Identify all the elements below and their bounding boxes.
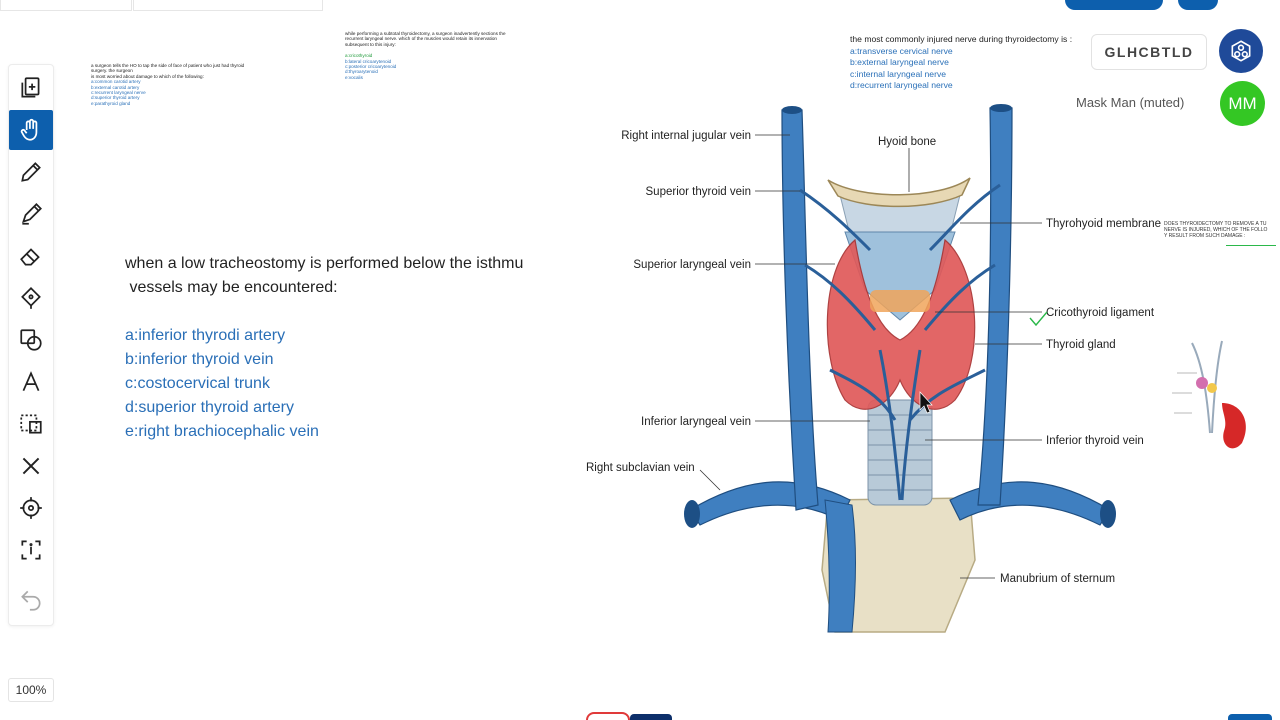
label-superior-thyroid-vein: Superior thyroid vein xyxy=(646,186,751,198)
mini-option: a:common carotid artery xyxy=(91,79,141,85)
thumbnail-illustration xyxy=(1172,340,1246,449)
mini-option: a:cricothyroid xyxy=(345,53,373,59)
leader-lines xyxy=(699,134,1042,579)
label-manubrium-of-sternum: Manubrium of sternum xyxy=(1000,573,1115,585)
trachea xyxy=(867,399,933,506)
thyroid-anatomy-diagram: Right internal jugular vein Superior thy… xyxy=(586,104,1161,633)
mini-question-line: a surgeon tells the HO to tap the side o… xyxy=(91,63,245,74)
room-code-button[interactable]: GLHCBTLD xyxy=(1091,34,1207,70)
pen-icon[interactable] xyxy=(9,152,53,192)
mini-question-line: recurrent laryngeal nerve. which of the … xyxy=(345,36,497,42)
right-option: d:recurrent laryngeal nerve xyxy=(850,80,953,90)
option-a: a:inferior thyrodi artery xyxy=(125,327,286,344)
mini-option: b:lateral cricoarytenoid xyxy=(345,58,392,64)
side-note-underline xyxy=(1226,245,1276,246)
top-tab-stub xyxy=(133,0,323,11)
label-hyoid-bone: Hyoid bone xyxy=(878,136,936,148)
side-question-snippet: DOES THYROIDECTOMY TO REMOVE A TU NERVE … xyxy=(1164,221,1280,246)
mini-option: d:superior thyroid artery xyxy=(91,95,140,101)
mini-option: c:recurrent laryngeal nerve xyxy=(91,90,146,96)
bottom-control-right[interactable] xyxy=(1228,714,1272,720)
text-icon[interactable] xyxy=(9,362,53,402)
mini-option: b:external carotid artery xyxy=(91,84,140,90)
hand-icon[interactable] xyxy=(9,110,53,150)
zoom-level[interactable]: 100% xyxy=(8,678,54,702)
option-d: d:superior thyroid artery xyxy=(125,399,294,416)
clear-icon[interactable] xyxy=(9,446,53,486)
thyroid-veins xyxy=(799,183,1001,501)
mini-question-line: is most worried about damage to which of… xyxy=(91,73,204,79)
mini-question-line: subsequent to this injury: xyxy=(345,41,396,47)
brachiocephalic-vein xyxy=(824,499,856,633)
mini-option: c:posterior cricoarytenoid xyxy=(345,64,397,70)
vein-cut-left xyxy=(684,500,700,528)
option-b: b:inferior thyroid vein xyxy=(125,351,274,368)
label-inferior-thyroid-vein: Inferior thyroid vein xyxy=(1046,435,1144,447)
main-question-line-2: vessels may be encountered: xyxy=(125,279,338,296)
label-thyrohyoid-membrane: Thyrohyoid membrane xyxy=(1046,218,1161,230)
main-question: when a low tracheostomy is performed bel… xyxy=(125,252,595,300)
embed-icon[interactable] xyxy=(9,530,53,570)
label-right-subclavian-vein: Right subclavian vein xyxy=(586,462,695,474)
main-options: a:inferior thyrodi artery b:inferior thy… xyxy=(125,324,319,444)
top-tab-stub xyxy=(0,0,132,11)
right-question-heading: the most commonly injured nerve during t… xyxy=(850,34,1073,44)
shapes-icon[interactable] xyxy=(9,320,53,360)
top-right-button[interactable] xyxy=(1065,0,1163,10)
right-option: c:internal laryngeal nerve xyxy=(850,68,947,79)
option-c: c:costocervical trunk xyxy=(125,375,270,392)
undo-icon[interactable] xyxy=(9,580,53,620)
vein-cut-right xyxy=(1100,500,1116,528)
app-logo-icon[interactable] xyxy=(1219,29,1263,73)
side-note-line: Y RESULT FROM SUCH DAMAGE : xyxy=(1164,233,1246,239)
eraser-icon[interactable] xyxy=(9,236,53,276)
right-subclavian-shape xyxy=(949,481,1111,526)
check-mark-icon xyxy=(1029,311,1048,327)
drawing-toolbar xyxy=(8,64,54,626)
select-icon[interactable] xyxy=(9,404,53,444)
participant-name: Mask Man (muted) xyxy=(1076,95,1185,110)
thyroid-gland xyxy=(826,238,976,410)
label-inferior-laryngeal-vein: Inferior laryngeal vein xyxy=(641,416,751,428)
participant-avatar[interactable]: MM xyxy=(1220,81,1265,126)
fill-icon[interactable] xyxy=(9,278,53,318)
mini-option: d:thyroarytenoid xyxy=(345,69,378,75)
left-internal-jugular-vein xyxy=(977,107,1013,506)
label-thyroid-gland: Thyroid gland xyxy=(1046,339,1116,351)
option-e: e:right brachiocephalic vein xyxy=(125,423,319,440)
mini-question-1: a surgeon tells the HO to tap the side o… xyxy=(91,63,261,106)
main-question-line-1: when a low tracheostomy is performed bel… xyxy=(125,255,524,272)
top-right-button[interactable] xyxy=(1178,0,1218,10)
pages-icon[interactable] xyxy=(9,68,53,108)
label-superior-laryngeal-vein: Superior laryngeal vein xyxy=(633,259,751,271)
ijv-top-right xyxy=(782,106,802,114)
mini-option: e:parathyroid gland xyxy=(91,100,131,106)
mini-question-line: while performing a subtotal thyroidectom… xyxy=(345,31,506,36)
mini-question-2: while performing a subtotal thyroidectom… xyxy=(345,31,545,80)
right-question: the most commonly injured nerve during t… xyxy=(850,34,1072,92)
hyoid-bone xyxy=(827,177,971,208)
laser-icon[interactable] xyxy=(9,488,53,528)
cricothyroid xyxy=(870,290,930,312)
side-note-line: NERVE IS INJURED, WHICH OF THE FOLLO xyxy=(1164,227,1268,233)
right-internal-jugular-vein xyxy=(781,109,819,511)
mini-option: e:vocalis xyxy=(345,74,363,80)
right-option: a:transverse cervical nerve xyxy=(850,45,953,56)
bottom-control-dark[interactable] xyxy=(630,714,672,720)
ijv-top-left xyxy=(990,104,1012,112)
highlighter-icon[interactable] xyxy=(9,194,53,234)
mouse-cursor-icon xyxy=(919,391,933,414)
bottom-control-red[interactable] xyxy=(586,712,630,720)
label-cricothyroid-ligament: Cricothyroid ligament xyxy=(1046,307,1155,319)
label-right-internal-jugular-vein: Right internal jugular vein xyxy=(621,130,751,142)
side-note-line: DOES THYROIDECTOMY TO REMOVE A TU xyxy=(1164,221,1267,227)
right-option: b:external laryngeal nerve xyxy=(850,57,949,67)
